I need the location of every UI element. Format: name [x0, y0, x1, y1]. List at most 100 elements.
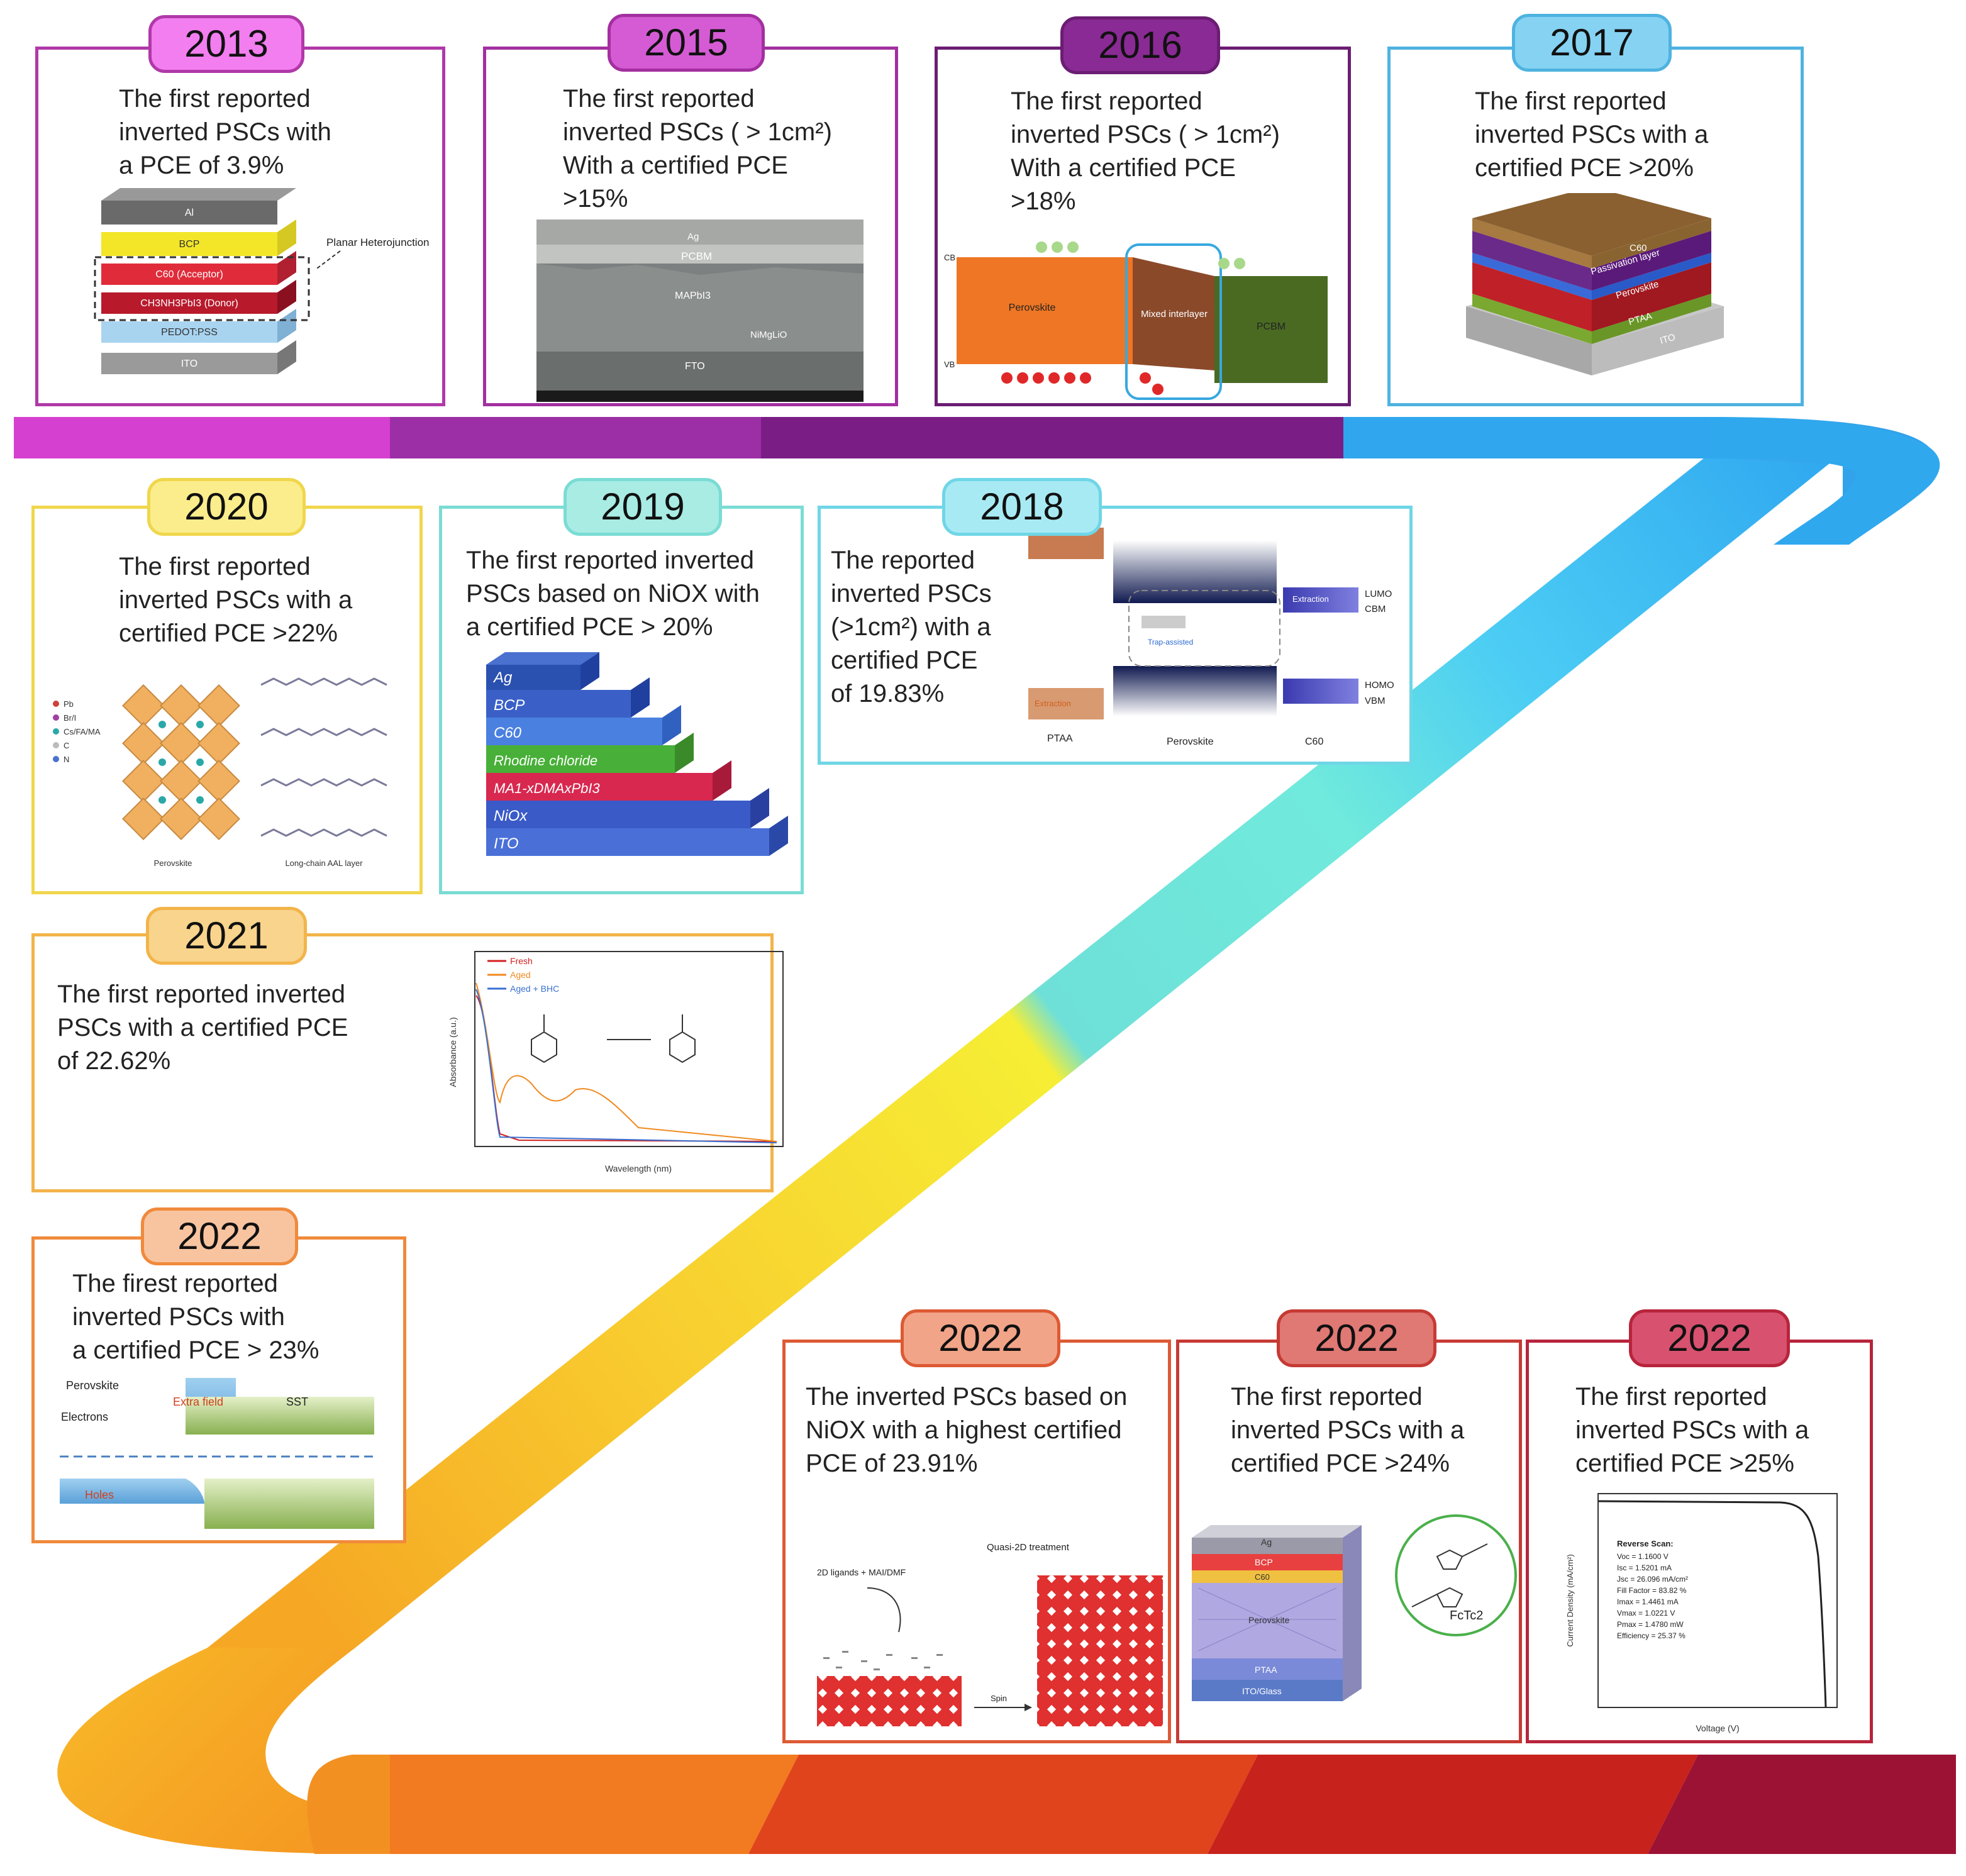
treatment-label: 2D ligands + MAI/DMF: [817, 1567, 906, 1577]
layer-label: BCP: [494, 697, 525, 714]
scan-param: Jsc = 26.096 mA/cm²: [1617, 1575, 1688, 1584]
layer-label: NiOx: [494, 808, 528, 824]
layer-label: ITO: [181, 358, 197, 369]
layer-label: Al: [185, 208, 194, 218]
axis-label: Wavelength (nm): [605, 1163, 672, 1174]
milestone-description: The firest reported inverted PSCs with a…: [72, 1270, 319, 1364]
layer-label: BCP: [1255, 1557, 1273, 1567]
scan-param: Efficiency = 25.37 %: [1617, 1631, 1686, 1640]
layer-label: BCP: [179, 239, 200, 250]
scan-param: Vmax = 1.0221 V: [1617, 1609, 1675, 1618]
treatment-label: Quasi-2D treatment: [987, 1542, 1070, 1553]
legend-label: C: [64, 741, 69, 750]
year-tag-2022-a: 2022: [141, 1207, 298, 1265]
milestone-description: The first reported inverted PSCs based o…: [466, 547, 760, 641]
perovskite-structure-figure: Pb Br/I Cs/FA/MA C N Perovskite Long-cha…: [53, 677, 387, 868]
milestone-card-2022-c: The first reported inverted PSCs with a …: [1176, 1340, 1522, 1743]
milestone-card-2017: The first reported inverted PSCs with a …: [1387, 47, 1804, 406]
figure-caption: Perovskite: [154, 858, 192, 868]
level-label: HOMO: [1365, 680, 1394, 691]
layer-label: Ag: [1261, 1537, 1272, 1547]
band-diagram-figure: Perovskite Mixed interlayer PCBM CB VB: [944, 241, 1328, 400]
layer-label: ITO: [1658, 332, 1676, 347]
layer-label: C60: [494, 724, 522, 741]
quasi-2d-treatment-figure: Quasi-2D treatment 2D ligands + MAI/DMF …: [817, 1542, 1163, 1726]
level-label: PTAA: [1047, 733, 1073, 744]
milestone-card-2019: The first reported inverted PSCs based o…: [439, 506, 804, 894]
milestone-description: The first reported inverted PSCs with a …: [57, 980, 348, 1075]
scan-param: Fill Factor = 83.82 %: [1617, 1586, 1687, 1595]
layer-label: PTAA: [1255, 1665, 1277, 1675]
milestone-card-2018: The reported inverted PSCs (>1cm²) with …: [818, 506, 1413, 765]
milestone-description: The first reported inverted PSCs with a …: [119, 85, 331, 179]
layer-label: C60: [1255, 1572, 1270, 1582]
band-label: Holes: [85, 1489, 114, 1501]
layer-label: MA1-xDMAxPbI3: [494, 780, 600, 796]
sem-cross-section-image: Ag PCBM MAPbI3 NiMgLiO FTO: [536, 219, 864, 402]
milestone-card-2022-a: The firest reported inverted PSCs with a…: [31, 1236, 406, 1543]
scan-param: Imax = 1.4461 mA: [1617, 1597, 1679, 1606]
ribbon-top-seg-1: [14, 417, 391, 458]
legend-label: Cs/FA/MA: [64, 727, 101, 736]
level-label: Extraction: [1292, 594, 1329, 604]
absorbance-plot: Fresh Aged Aged + BHC Wavelength (nm) Ab…: [448, 951, 784, 1174]
level-label: VBM: [1365, 696, 1386, 706]
scan-param: Voc = 1.1600 V: [1617, 1552, 1669, 1561]
energy-level-figure: Extraction Trap-assisted Extraction LUMO…: [1028, 528, 1394, 747]
milestone-card-2016: The first reported inverted PSCs ( > 1cm…: [935, 47, 1351, 406]
level-label: Extraction: [1035, 699, 1071, 708]
band-label: Perovskite: [1009, 302, 1056, 313]
legend-label: Br/I: [64, 713, 76, 723]
device-stack-figure: Al BCP C60 (Acceptor) CH3NH3PbI3 (Donor)…: [94, 188, 429, 374]
band-label: PCBM: [1257, 321, 1286, 332]
band-label: Electrons: [61, 1411, 108, 1423]
year-tag-2016: 2016: [1060, 16, 1220, 74]
device-stack-figure: C60 Passivation layer Perovskite PTAA IT…: [1466, 193, 1724, 375]
milestone-description: The first reported inverted PSCs ( > 1cm…: [1011, 87, 1280, 215]
scan-title: Reverse Scan:: [1617, 1539, 1674, 1548]
level-label: LUMO: [1365, 589, 1392, 599]
figure-label: Planar Heterojunction: [326, 236, 429, 248]
milestone-card-2013: The first reported inverted PSCs with a …: [35, 47, 445, 406]
sem-label: MAPbI3: [675, 291, 711, 301]
milestone-card-2020: The first reported inverted PSCs with a …: [31, 506, 423, 894]
ribbon-top-seg-2: [390, 417, 767, 458]
milestone-description: The reported inverted PSCs (>1cm²) with …: [831, 547, 992, 708]
legend-label: Aged: [510, 970, 531, 980]
legend-label: Aged + BHC: [510, 984, 559, 994]
level-label: CBM: [1365, 604, 1386, 614]
milestone-description: The first reported inverted PSCs with a …: [1575, 1383, 1809, 1477]
level-label: Perovskite: [1167, 736, 1214, 747]
layer-label: Perovskite: [1248, 1615, 1290, 1625]
layer-label: Rhodine chloride: [494, 753, 597, 769]
scan-param: Isc = 1.5201 mA: [1617, 1563, 1672, 1572]
legend-label: Fresh: [510, 956, 533, 966]
year-tag-2022-b: 2022: [901, 1309, 1060, 1367]
axis-label: Voltage (V): [1696, 1723, 1739, 1733]
milestone-description: The first reported inverted PSCs with a …: [119, 553, 353, 647]
axis-label: Current Density (mA/cm²): [1565, 1554, 1575, 1646]
milestone-description: The first reported inverted PSCs ( > 1cm…: [563, 85, 832, 213]
milestone-card-2022-d: The first reported inverted PSCs with a …: [1526, 1340, 1873, 1743]
layer-label: C60 (Acceptor): [155, 269, 223, 280]
layer-label: ITO/Glass: [1242, 1686, 1282, 1696]
band-bending-figure: Perovskite Extra field SST Electrons Hol…: [60, 1378, 374, 1529]
sem-label: Ag: [687, 231, 699, 242]
layer-label: ITO: [494, 835, 519, 852]
year-tag-2017: 2017: [1512, 14, 1672, 72]
treatment-label: Spin: [991, 1694, 1007, 1703]
legend-label: N: [64, 755, 69, 764]
year-tag-2022-c: 2022: [1277, 1309, 1436, 1367]
layer-label: PEDOT:PSS: [161, 327, 218, 338]
year-tag-2013: 2013: [148, 15, 304, 73]
layer-label: C60: [1630, 243, 1647, 253]
milestone-description: The inverted PSCs based on NiOX with a h…: [806, 1383, 1128, 1477]
layer-label: Ag: [492, 669, 513, 686]
band-label: SST: [286, 1396, 308, 1408]
sem-label: PCBM: [681, 250, 712, 262]
band-label: Mixed interlayer: [1141, 309, 1208, 319]
band-label: Extra field: [173, 1396, 223, 1408]
year-tag-2022-d: 2022: [1629, 1309, 1790, 1367]
milestone-card-2015: The first reported inverted PSCs ( > 1cm…: [483, 47, 898, 406]
